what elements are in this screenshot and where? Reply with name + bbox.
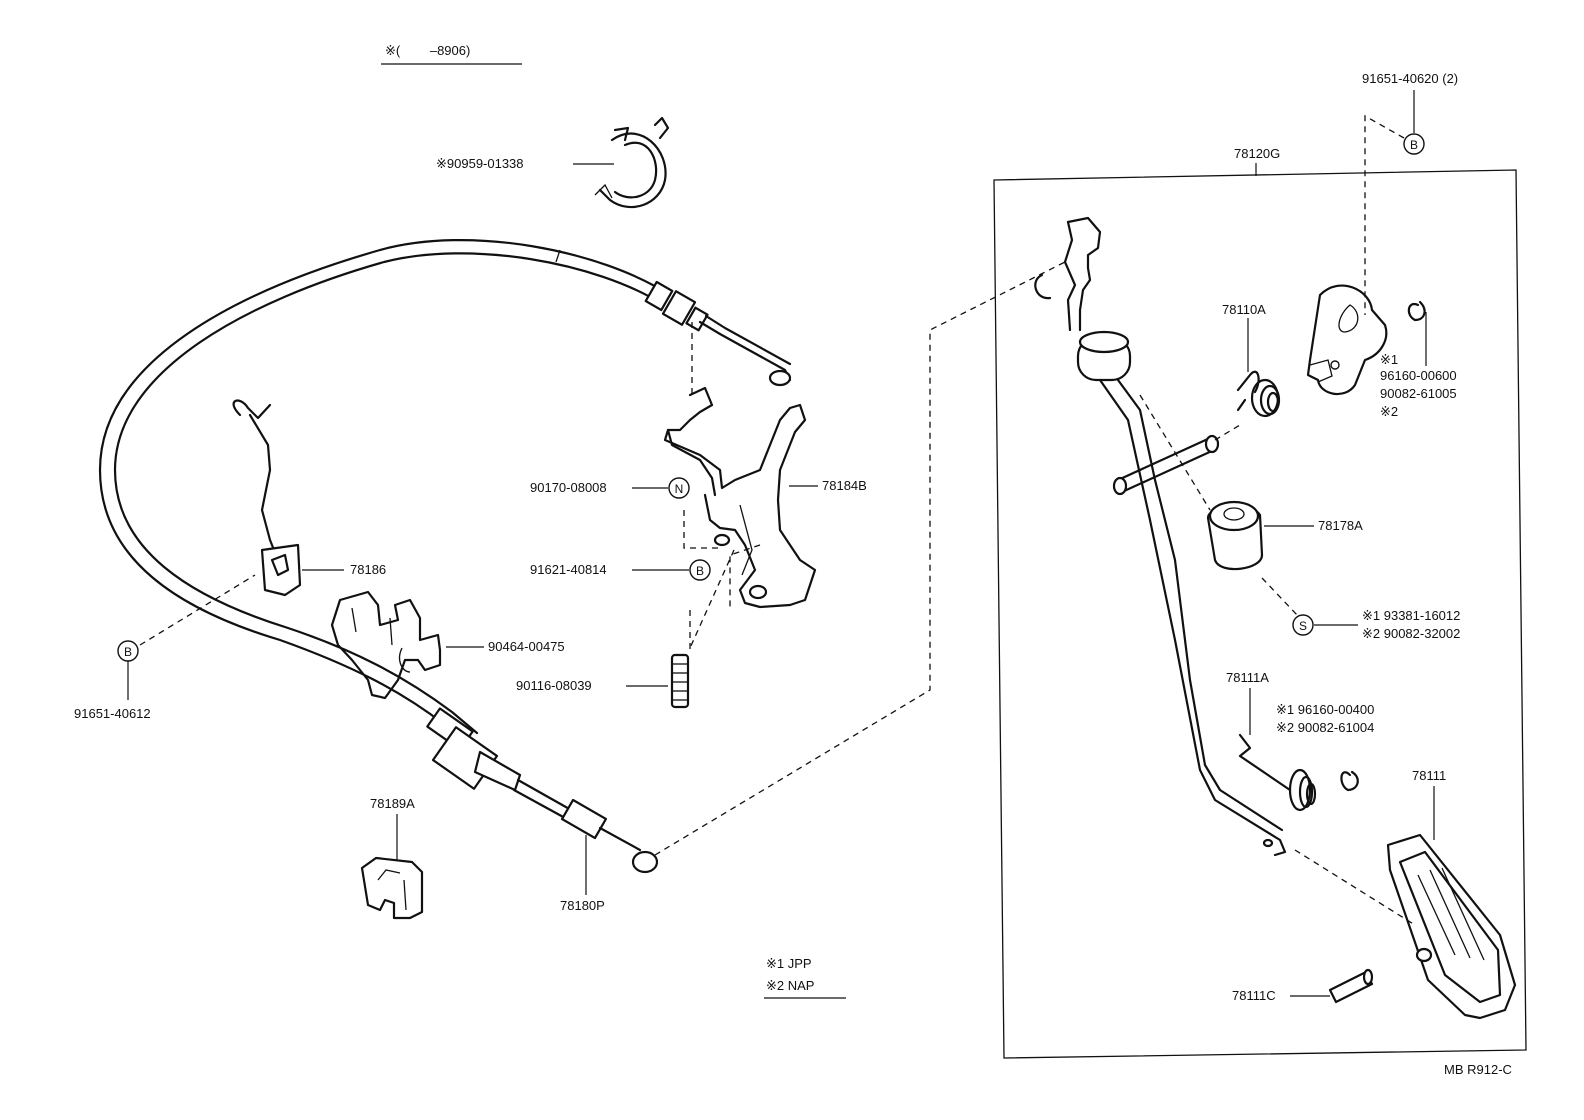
pedal-assembly-box xyxy=(993,169,1527,1059)
label-90082-61004: ※2 90082-61004 xyxy=(1276,720,1374,735)
pedal-bushing xyxy=(1306,284,1388,396)
bolt-marker-bracket-letter: B xyxy=(696,564,704,578)
label-78184B: 78184B xyxy=(822,478,867,493)
return-spring xyxy=(1236,370,1281,418)
nut-marker-letter: N xyxy=(675,482,684,496)
range-label: ※( –8906) xyxy=(385,43,470,58)
nut-marker xyxy=(668,477,690,499)
stop-cushion xyxy=(1206,500,1264,571)
label-91651-40620: 91651-40620 (2) xyxy=(1362,71,1458,86)
bolt-marker-top-letter: B xyxy=(1410,138,1418,152)
label-78186: 78186 xyxy=(350,562,386,577)
diagram-code: MB R912-C xyxy=(1444,1062,1512,1077)
dash-s-clip xyxy=(1261,577,1299,617)
washer-clip xyxy=(1340,770,1359,792)
cable-clamp-holder xyxy=(330,590,442,700)
label-78111C: 78111C xyxy=(1232,988,1276,1003)
label-78178A: 78178A xyxy=(1318,518,1363,533)
cable-clamp xyxy=(594,116,670,209)
label-96160-00600: 96160-00600 xyxy=(1380,368,1457,383)
label-78120G: 78120G xyxy=(1234,146,1280,161)
bolt-marker-bracket xyxy=(689,559,711,581)
label-90082-32002: ※2 90082-32002 xyxy=(1362,626,1460,641)
legend-line-2: ※2 NAP xyxy=(766,978,814,993)
legend-line-1: ※1 JPP xyxy=(766,956,812,971)
label-78110A: 78110A xyxy=(1222,302,1266,317)
dash-top-bolt xyxy=(1364,114,1405,315)
dash-cable-to-pedal xyxy=(654,261,1066,856)
label-90170-08008: 90170-08008 xyxy=(530,480,607,495)
dash-shaft-spring xyxy=(1214,424,1241,441)
pedal-spring xyxy=(1238,733,1317,812)
cable-clip xyxy=(360,856,424,920)
label-78111A: 78111A xyxy=(1226,670,1269,685)
label-91651-40612: 91651-40612 xyxy=(74,706,151,721)
label-90116-08039: 90116-08039 xyxy=(516,678,592,693)
pedal-pad xyxy=(1386,833,1517,1020)
mark1-upper: ※1 xyxy=(1380,352,1398,367)
dash-bolt xyxy=(689,549,735,649)
mark2-upper: ※2 xyxy=(1380,404,1398,419)
rod-clip xyxy=(232,399,302,597)
label-96160-00400: ※1 96160-00400 xyxy=(1276,702,1374,717)
label-78189A: 78189A xyxy=(370,796,415,811)
clip-marker-s xyxy=(1292,614,1314,636)
clip-marker-s-letter: S xyxy=(1299,619,1307,633)
stopper-bolt xyxy=(670,653,690,709)
label-91621-40814: 91621-40814 xyxy=(530,562,607,577)
dash-nut xyxy=(683,510,722,549)
label-93381-16012: ※1 93381-16012 xyxy=(1362,608,1460,623)
retaining-clip-top xyxy=(1407,300,1426,322)
label-90959-01338: ※90959-01338 xyxy=(436,156,524,171)
accelerator-pedal-arm xyxy=(1034,216,1287,857)
label-90082-61005: 90082-61005 xyxy=(1380,386,1457,401)
label-90464-00475: 90464-00475 xyxy=(488,639,565,654)
throttle-cable xyxy=(98,238,792,874)
dash-bracket-mount xyxy=(729,544,761,610)
accelerator-bracket xyxy=(663,386,817,609)
label-78111: 78111 xyxy=(1412,768,1446,783)
dash-left-bolt xyxy=(139,574,256,646)
pivot-pin xyxy=(1328,968,1374,1004)
dash-pad xyxy=(1294,849,1416,926)
dash-cushion xyxy=(1139,394,1211,511)
bolt-marker-top xyxy=(1403,133,1425,155)
bolt-marker-left-letter: B xyxy=(124,645,132,659)
label-78180P: 78180P xyxy=(560,898,605,913)
